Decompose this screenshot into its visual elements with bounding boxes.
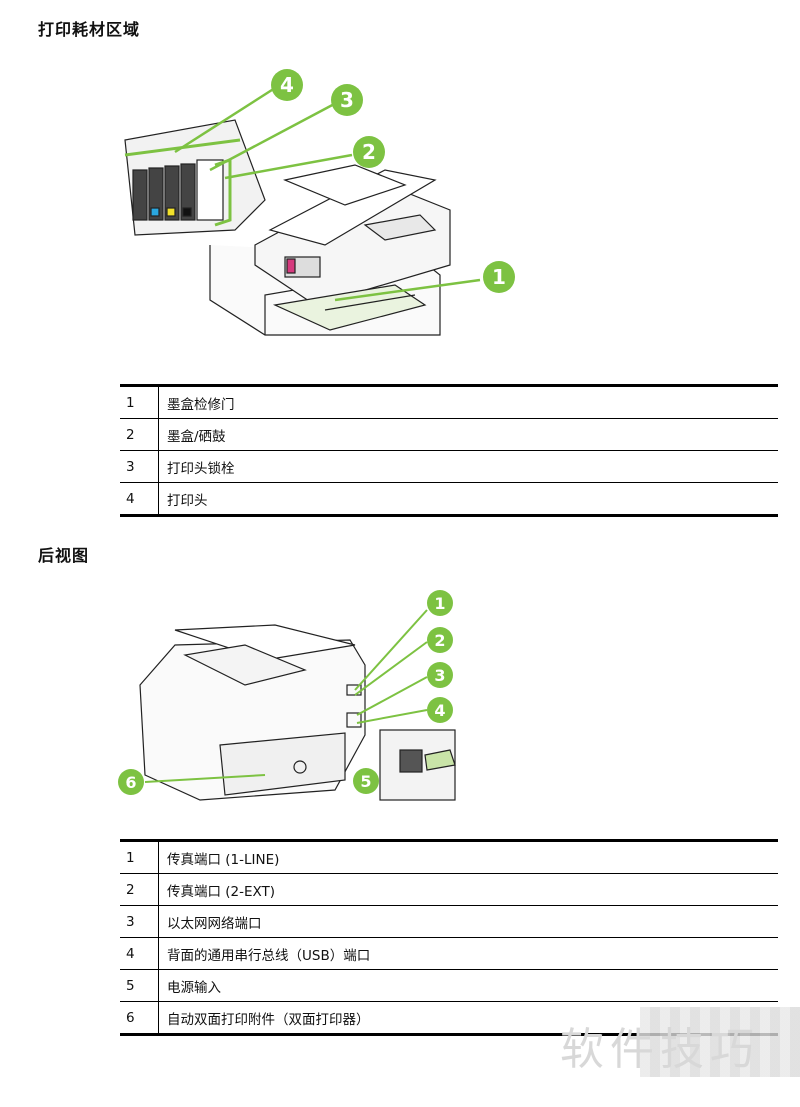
callout-2: 2 <box>427 627 453 653</box>
svg-text:1: 1 <box>434 594 445 613</box>
svg-text:3: 3 <box>434 666 445 685</box>
callout-1: 1 <box>483 261 515 293</box>
svg-text:6: 6 <box>125 773 136 792</box>
callout-1: 1 <box>427 590 453 616</box>
watermark: 软件技巧 <box>560 1007 800 1077</box>
svg-text:5: 5 <box>360 772 371 791</box>
callout-3: 3 <box>331 84 363 116</box>
callout-4: 4 <box>427 697 453 723</box>
printer-rear-figure: 1 2 3 4 5 6 <box>118 590 456 801</box>
callout-2: 2 <box>353 136 385 168</box>
watermark-blur <box>640 1007 800 1077</box>
printer-supplies-figure: 4 3 2 1 <box>124 69 515 336</box>
svg-text:4: 4 <box>280 73 294 97</box>
section-title-supplies: 打印耗材区域 <box>38 20 141 39</box>
callout-6: 6 <box>118 769 144 795</box>
callout-3: 3 <box>427 662 453 688</box>
watermark-text: 软件技巧 <box>560 1024 760 1075</box>
svg-text:4: 4 <box>434 701 445 720</box>
section-title-rear-view: 后视图 <box>38 546 90 565</box>
callout-5: 5 <box>353 768 379 794</box>
svg-text:1: 1 <box>492 265 506 289</box>
svg-text:2: 2 <box>434 631 445 650</box>
callout-4: 4 <box>271 69 303 101</box>
svg-text:3: 3 <box>340 88 354 112</box>
svg-text:2: 2 <box>362 140 376 164</box>
